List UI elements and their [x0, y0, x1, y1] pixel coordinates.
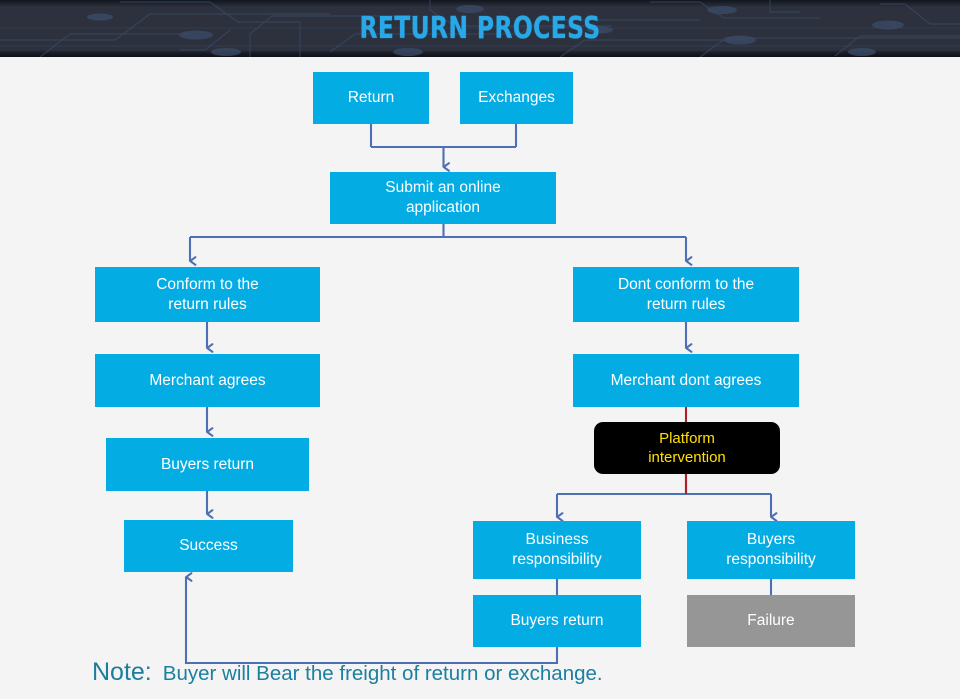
note-text: Buyer will Bear the freight of return or…	[162, 662, 603, 685]
node-buyers-resp-line1: Buyers	[746, 531, 796, 549]
node-buyers-return-left[interactable]: Buyers return	[106, 438, 309, 491]
node-conform-to-return-rules[interactable]: Conform to the return rules	[95, 267, 320, 322]
node-submit-line2: application	[405, 199, 481, 216]
node-merchant-dont-agrees[interactable]: Merchant dont agrees	[573, 354, 799, 407]
node-business-resp-line2: responsibility	[512, 551, 602, 568]
node-dont-conform-to-return-rules[interactable]: Dont conform to the return rules	[573, 267, 799, 322]
note-line: Note: Buyer will Bear the freight of ret…	[92, 658, 603, 687]
edge-feedback-to-success	[184, 572, 559, 665]
node-exchanges[interactable]: Exchanges	[460, 72, 573, 124]
node-buyers-responsibility[interactable]: Buyers responsibility	[687, 521, 855, 579]
connector-lines	[184, 124, 778, 665]
node-return[interactable]: Return	[313, 72, 429, 124]
node-submit-application[interactable]: Submit an online application	[330, 172, 556, 224]
node-platform-line1: Platform	[659, 429, 715, 447]
page-title: RETURN PROCESS	[359, 11, 601, 46]
node-dont-conform-line2: return rules	[646, 295, 726, 313]
flowchart-canvas: Return Exchanges Submit an online applic…	[0, 57, 960, 699]
node-buyers-return-right[interactable]: Buyers return	[473, 595, 641, 647]
node-submit-line1: Submit an online	[385, 179, 501, 197]
note-label: Note:	[92, 658, 152, 686]
node-conform-line1: Conform to the	[156, 275, 259, 293]
node-buyers-resp-line2: responsibility	[726, 551, 816, 568]
node-business-responsibility[interactable]: Business responsibility	[473, 521, 641, 579]
node-failure[interactable]: Failure	[687, 595, 855, 647]
node-business-resp-line1: Business	[525, 531, 589, 549]
circuit-pattern-decoration	[0, 0, 960, 57]
node-success[interactable]: Success	[124, 520, 293, 572]
header-banner: RETURN PROCESS	[0, 0, 960, 57]
node-merchant-agrees[interactable]: Merchant agrees	[95, 354, 320, 407]
node-dont-conform-line1: Dont conform to the	[617, 275, 755, 293]
node-platform-intervention[interactable]: Platform intervention	[594, 422, 780, 474]
node-platform-line2: intervention	[648, 449, 726, 466]
node-conform-line2: return rules	[168, 295, 247, 313]
